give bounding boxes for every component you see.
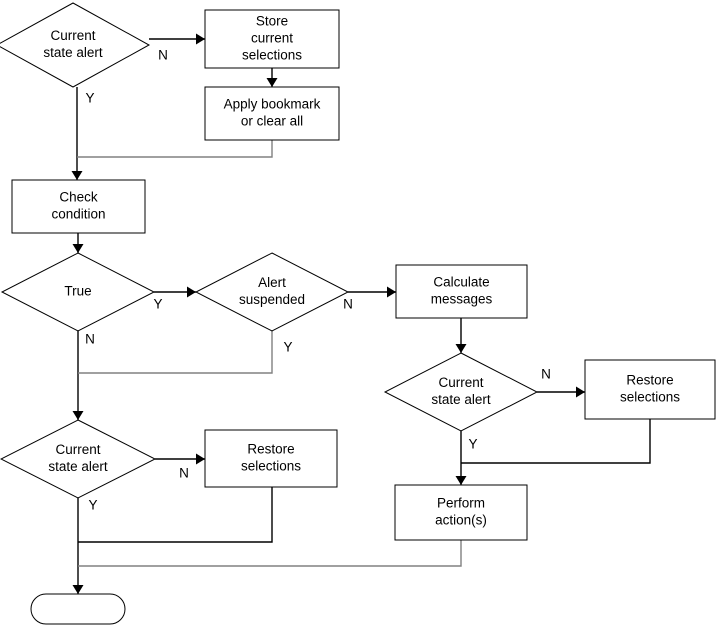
edge-restore-selections-right-merge	[461, 419, 651, 464]
decision-current-state-alert-top-label-line-0: Current	[50, 28, 95, 43]
decision-true[interactable]: True	[0, 252, 156, 332]
process-store-current-selections-label-line-2: selections	[242, 48, 302, 63]
process-store-current-selections-shape	[204, 9, 340, 69]
edge-d1-yes-to-check-condition-label: Y	[85, 91, 94, 106]
decision-current-state-alert-right-shape	[383, 352, 539, 432]
decision-current-state-alert-bottom-shape	[0, 419, 157, 499]
edge-decision-right-no-to-restore-selections-right-arrowhead	[576, 386, 585, 398]
edge-true-no-down-label: N	[85, 332, 95, 347]
process-calculate-messages-label-line-1: messages	[431, 292, 493, 307]
terminal-end[interactable]	[30, 593, 126, 625]
decision-current-state-alert-bottom-label-line-1: state alert	[48, 459, 108, 474]
process-store-current-selections-label-line-1: current	[251, 31, 293, 46]
edge-decision-bottom-no-to-restore-selections-left-arrowhead	[196, 453, 205, 465]
decision-current-state-alert-top[interactable]: Current state alert	[0, 2, 151, 88]
decision-alert-suspended-shape	[194, 252, 350, 332]
decision-current-state-alert-right[interactable]: Current state alert	[383, 352, 539, 432]
process-restore-selections-right-label-line-1: selections	[620, 390, 680, 405]
process-restore-selections-left-shape	[204, 429, 338, 488]
edge-d1-no-to-store-current-selections-label: N	[158, 48, 168, 63]
edge-alert-suspended-yes-merge-to-true-no	[78, 331, 273, 374]
edge-apply-bookmark-to-check-condition-merge	[77, 140, 273, 158]
edge-perform-actions-merge-to-terminal	[78, 540, 462, 567]
edges-layer	[71, 33, 651, 594]
process-check-condition-label-line-1: condition	[51, 207, 105, 222]
decision-current-state-alert-bottom-label-line-0: Current	[55, 442, 100, 457]
process-apply-bookmark-or-clear-all[interactable]: Apply bookmark or clear all	[204, 86, 340, 141]
process-restore-selections-left-label-line-0: Restore	[247, 442, 294, 457]
decision-current-state-alert-right-label-line-0: Current	[438, 375, 483, 390]
decision-true-label-line-0: True	[64, 284, 91, 299]
process-calculate-messages-label-line-0: Calculate	[433, 275, 489, 290]
terminal-end-shape	[30, 593, 126, 625]
process-store-current-selections-label-line-0: Store	[256, 14, 288, 29]
edge-d1-no-to-store-current-selections-arrowhead	[196, 33, 205, 45]
process-perform-actions-label-line-1: action(s)	[435, 513, 487, 528]
process-restore-selections-left-label-line-1: selections	[241, 459, 301, 474]
edge-d1-yes-to-check-condition-arrowhead	[71, 171, 83, 180]
process-store-current-selections[interactable]: Store current selections	[204, 9, 340, 69]
edge-true-yes-to-alert-suspended-label: Y	[153, 297, 162, 312]
process-perform-actions-label-line-0: Perform	[437, 496, 485, 511]
edge-decision-right-no-to-restore-selections-right-label: N	[541, 367, 551, 382]
edge-decision-right-yes-to-perform-actions-label: Y	[468, 437, 477, 452]
decision-current-state-alert-top-label-line-1: state alert	[43, 45, 103, 60]
edge-restore-selections-left-merge	[78, 487, 273, 543]
process-restore-selections-right[interactable]: Restore selections	[584, 359, 716, 420]
edge-alert-suspended-no-to-calculate-messages-arrowhead	[387, 286, 396, 298]
decision-current-state-alert-bottom[interactable]: Current state alert	[0, 419, 157, 499]
edge-check-condition-to-true-arrowhead	[72, 244, 84, 253]
process-perform-actions[interactable]: Perform action(s)	[394, 484, 528, 541]
process-check-condition[interactable]: Check condition	[11, 179, 146, 234]
edge-true-no-down-arrowhead	[72, 411, 84, 420]
process-perform-actions-shape	[394, 484, 528, 541]
edge-decision-bottom-yes-to-terminal-label: Y	[88, 498, 97, 513]
process-calculate-messages-shape	[395, 264, 528, 319]
decision-current-state-alert-top-shape	[0, 2, 151, 88]
process-check-condition-label-line-0: Check	[59, 190, 98, 205]
edge-calculate-messages-to-decision-right-arrowhead	[455, 344, 467, 353]
edge-true-yes-to-alert-suspended-arrowhead	[187, 286, 196, 298]
decision-alert-suspended[interactable]: Alert suspended	[194, 252, 350, 332]
decision-true-shape	[0, 252, 156, 332]
edge-decision-right-yes-to-perform-actions-arrowhead	[455, 476, 467, 485]
decision-alert-suspended-label-line-0: Alert	[258, 275, 286, 290]
edge-decision-bottom-yes-to-terminal-arrowhead	[72, 585, 84, 594]
edge-alert-suspended-no-to-calculate-messages-label: N	[343, 297, 353, 312]
process-check-condition-shape	[11, 179, 146, 234]
edge-labels-layer: N Y Y N N Y N Y N Y	[85, 48, 551, 513]
edge-store-to-apply-bookmark-arrowhead	[266, 78, 278, 87]
decision-current-state-alert-right-label-line-1: state alert	[431, 392, 491, 407]
edge-decision-bottom-no-to-restore-selections-left-label: N	[179, 466, 189, 481]
process-restore-selections-left[interactable]: Restore selections	[204, 429, 338, 488]
process-apply-bookmark-or-clear-all-label-line-1: or clear all	[241, 114, 303, 129]
process-calculate-messages[interactable]: Calculate messages	[395, 264, 528, 319]
process-apply-bookmark-or-clear-all-shape	[204, 86, 340, 141]
process-restore-selections-right-shape	[584, 359, 716, 420]
decision-alert-suspended-label-line-1: suspended	[239, 292, 305, 307]
edge-alert-suspended-yes-merge-to-true-no-label: Y	[283, 340, 292, 355]
process-apply-bookmark-or-clear-all-label-line-0: Apply bookmark	[224, 97, 321, 112]
process-restore-selections-right-label-line-0: Restore	[626, 373, 673, 388]
